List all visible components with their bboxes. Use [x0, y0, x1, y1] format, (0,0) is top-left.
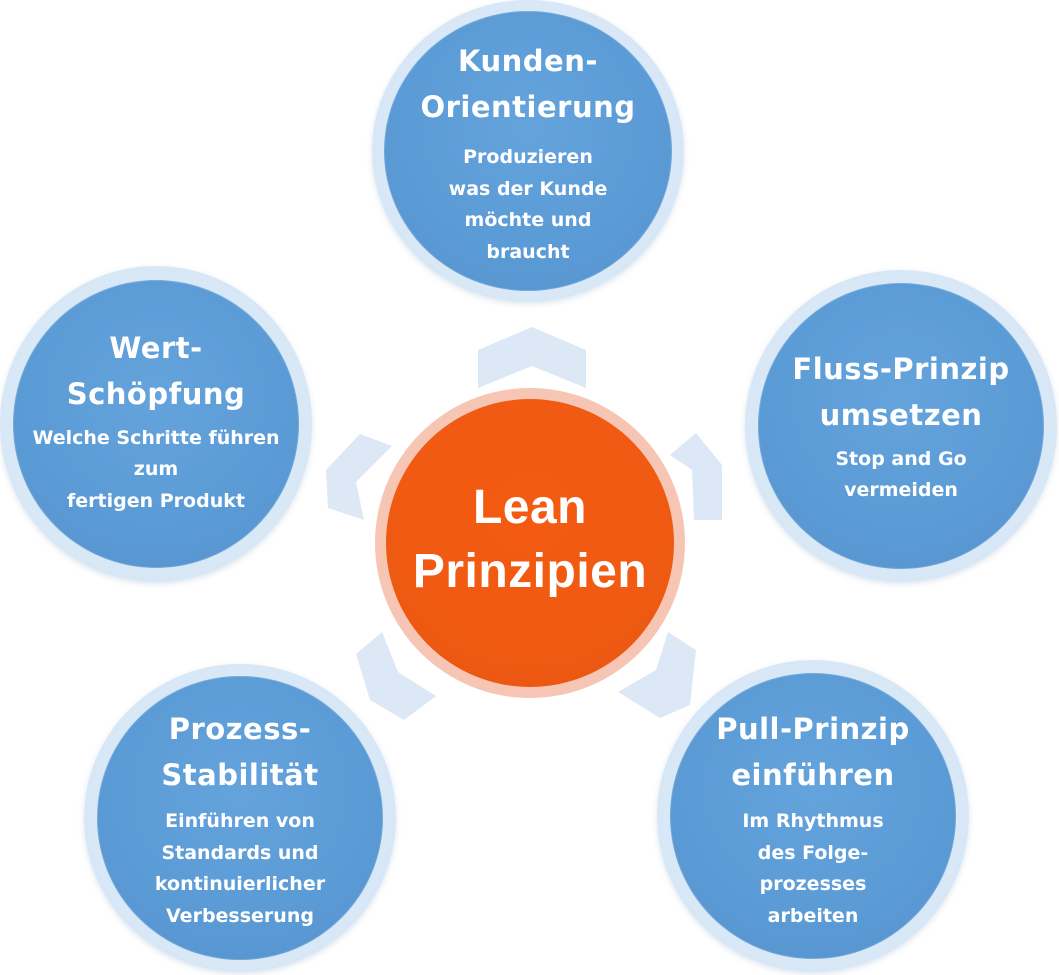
node-title: Kunden- Orientierung — [420, 44, 636, 124]
node-fluss-prinzip: Fluss-Prinzip umsetzen Stop and Go verme… — [745, 270, 1057, 582]
center-title: Lean Prinzipien — [412, 481, 648, 598]
node-description: Welche Schritte führen zum fertigen Prod… — [32, 426, 280, 512]
node-title: Prozess- Stabilität — [161, 712, 319, 792]
node-wert-schoepfung: Wert- Schöpfung Welche Schritte führen z… — [0, 266, 312, 582]
node-kunden-orientierung: Kunden- Orientierung Produzieren was der… — [372, 0, 684, 302]
node-description: Stop and Go vermeiden — [835, 447, 967, 502]
node-description: Im Rhythmus des Folge- prozesses arbeite… — [742, 810, 884, 927]
node-description: Produzieren was der Kunde möchte und bra… — [448, 146, 608, 263]
chevron-connector-bottom-right — [618, 632, 696, 718]
chevron-connector-right — [670, 433, 722, 520]
node-pull-prinzip: Pull-Prinzip einführen Im Rhythmus des F… — [657, 660, 969, 972]
node-title: Fluss-Prinzip umsetzen — [792, 351, 1010, 432]
chevron-connector-left — [326, 434, 392, 520]
node-title: Wert- Schöpfung — [66, 330, 246, 411]
node-description: Einführen von Standards und kontinuierli… — [154, 810, 326, 927]
chevron-connector-bottom-left — [356, 632, 436, 720]
center-node: Lean Prinzipien — [375, 388, 685, 698]
node-title: Pull-Prinzip einführen — [716, 712, 910, 792]
chevron-connector-top — [478, 327, 586, 388]
node-prozess-stabilitaet: Prozess- Stabilität Einführen von Standa… — [84, 664, 396, 972]
